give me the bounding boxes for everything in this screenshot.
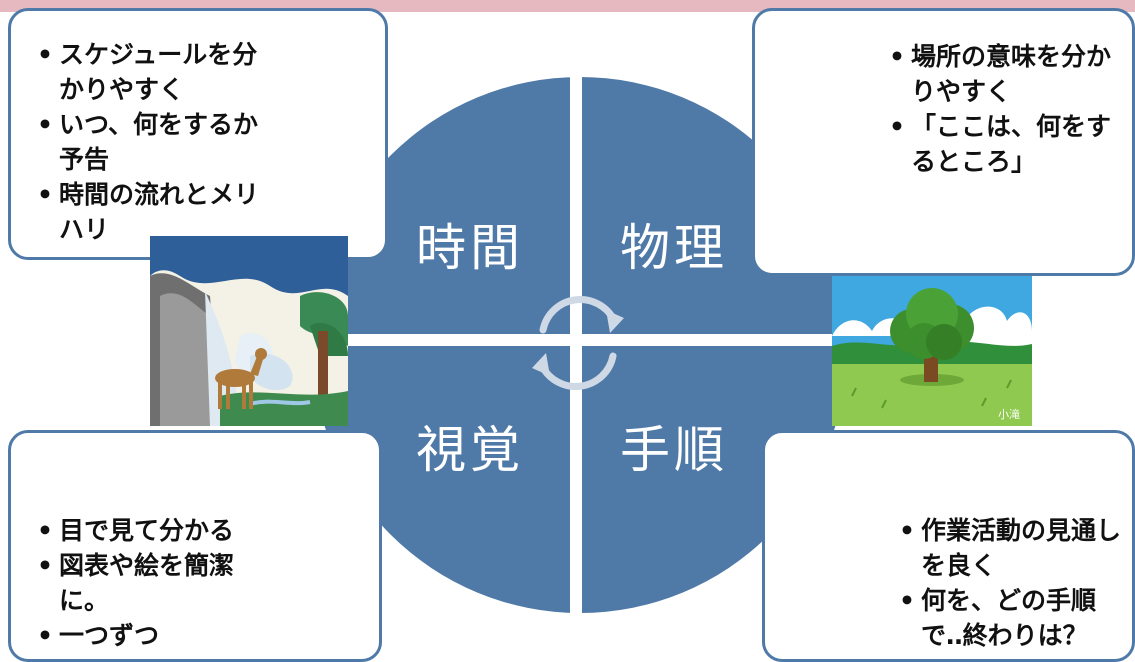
procedure-notes-box: 作業活動の見通しを良く 何を、どの手順で‥終わりは？ [762,430,1135,662]
image-caption: 小滝 [998,408,1020,421]
quadrant-label-procedure: 手順 [620,421,728,479]
visual-note-2: 図表や絵を簡潔に。 [33,548,278,618]
time-note-3: 時間の流れとメリハリ [33,177,278,247]
visual-note-3: 一つずつ [33,618,278,653]
visual-note-1: 目で見て分かる [33,513,278,548]
time-note-1: スケジュールを分かりやすく [33,37,278,107]
physical-note-2: 「ここは、何をするところ」 [885,109,1117,179]
procedure-note-1: 作業活動の見通しを良く [895,513,1127,583]
waterfall-deer-illustration [150,236,348,426]
cycle-arrows-icon [532,296,624,390]
visual-notes-box: 目で見て分かる 図表や絵を簡潔に。 一つずつ [8,430,382,662]
quadrant-label-physical: 物理 [620,219,728,277]
physical-notes-box: 場所の意味を分かりやすく 「ここは、何をするところ」 [752,8,1135,276]
physical-note-1: 場所の意味を分かりやすく [885,39,1117,109]
time-note-2: いつ、何をするか予告 [33,107,278,177]
time-notes-box: スケジュールを分かりやすく いつ、何をするか予告 時間の流れとメリハリ [8,8,388,260]
procedure-note-2: 何を、どの手順で‥終わりは？ [895,583,1127,653]
quadrant-label-time: 時間 [416,219,524,277]
tree-meadow-illustration: 小滝 [832,276,1032,426]
quadrant-label-visual: 視覚 [416,421,524,479]
